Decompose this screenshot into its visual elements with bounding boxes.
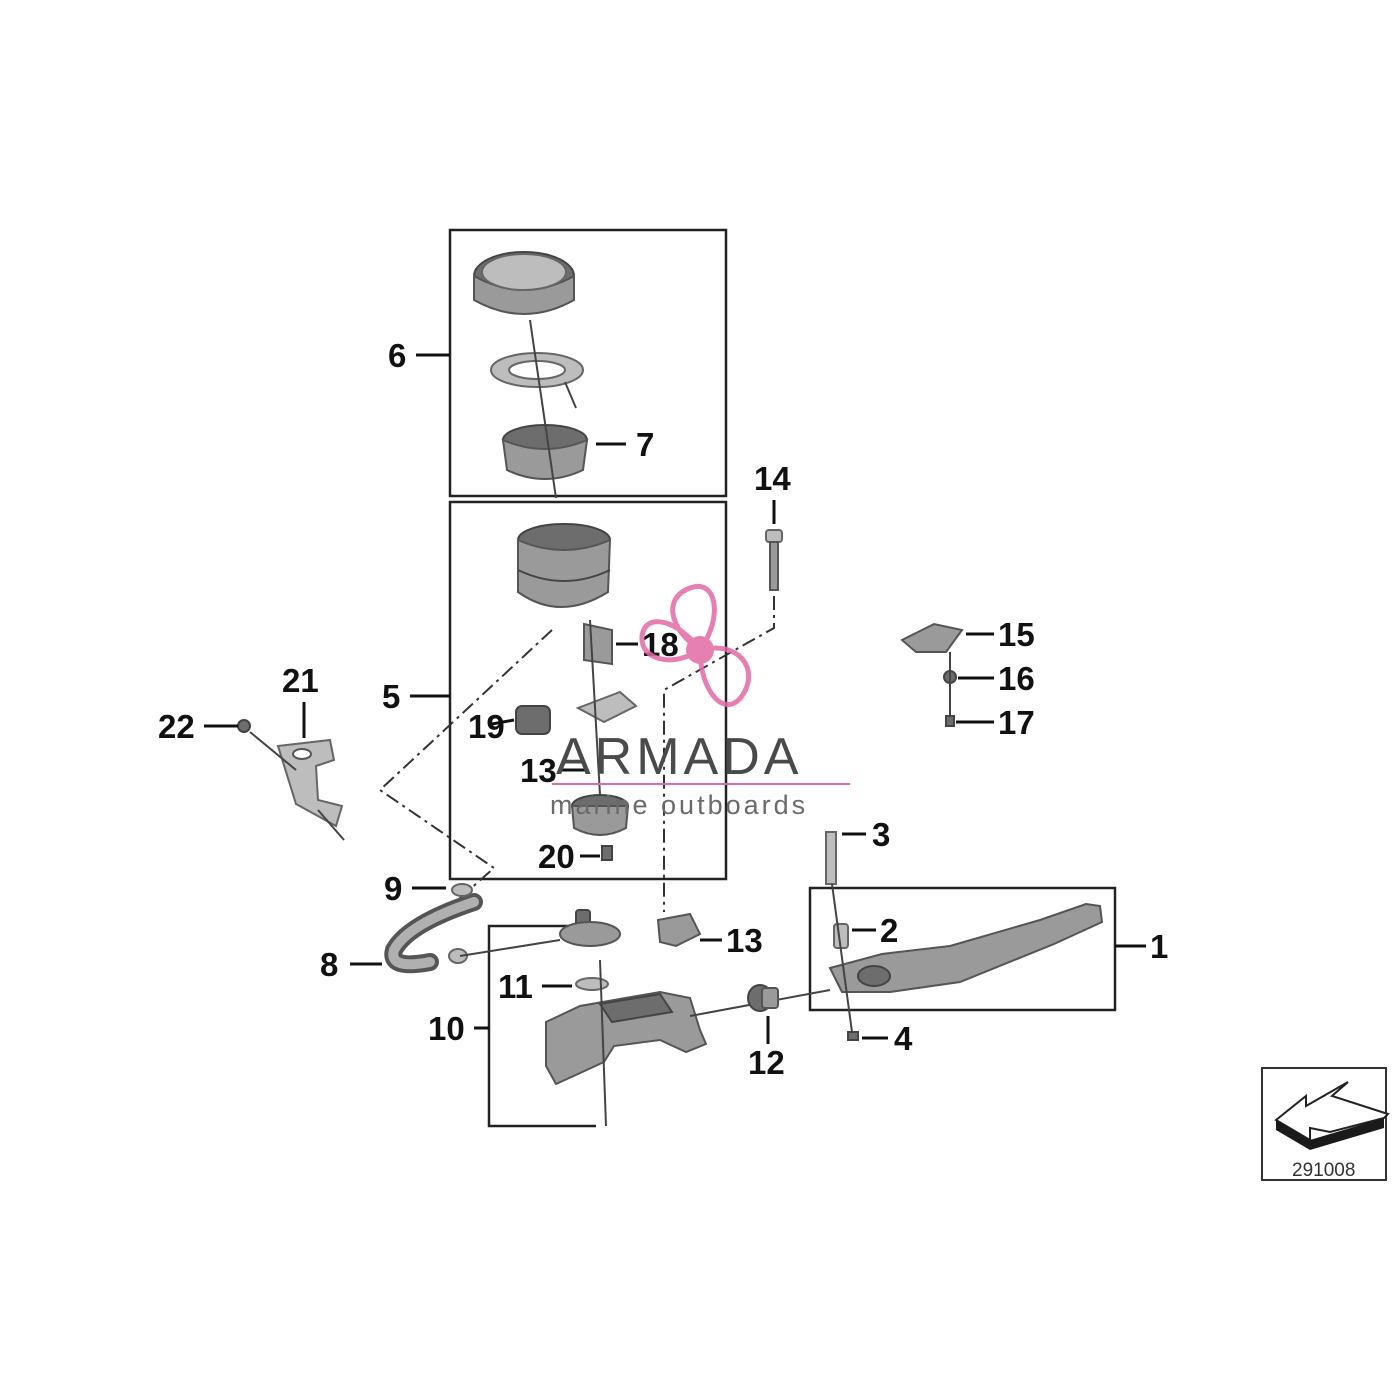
clip-15 bbox=[900, 622, 964, 653]
callout-4: 4 bbox=[894, 1020, 913, 1057]
watermark-logo-icon bbox=[639, 583, 752, 707]
group-box-6 bbox=[448, 228, 728, 498]
lever-pin-3 bbox=[825, 831, 837, 885]
lever-nut-4 bbox=[847, 1031, 859, 1041]
watermark-tagline: marine outboards bbox=[550, 790, 808, 820]
direction-arrow-icon bbox=[1274, 1081, 1390, 1142]
reservoir-cap bbox=[473, 251, 575, 315]
reservoir-bracket bbox=[583, 622, 613, 666]
callout-3: 3 bbox=[872, 816, 890, 853]
callout-17: 17 bbox=[998, 704, 1035, 741]
callout-13-upper: 13 bbox=[520, 752, 557, 789]
seal-ring-11 bbox=[575, 977, 609, 991]
diagram-code: 291008 bbox=[1292, 1160, 1355, 1181]
hose-washer bbox=[448, 948, 468, 964]
axis-line-pin bbox=[831, 883, 853, 1033]
callout-1: 1 bbox=[1150, 928, 1168, 965]
callout-9: 9 bbox=[384, 870, 402, 907]
axis-line-cylinder bbox=[599, 959, 607, 1127]
callout-7: 7 bbox=[636, 426, 654, 463]
axis-line-reservoir bbox=[589, 619, 601, 796]
master-cylinder bbox=[545, 990, 708, 1086]
callout-20: 20 bbox=[538, 838, 575, 875]
hose-clamp-9 bbox=[451, 883, 473, 897]
adjuster-12 bbox=[747, 984, 779, 1012]
group-bracket-10 bbox=[487, 924, 596, 1128]
brake-lever bbox=[828, 902, 1104, 993]
group-box-5 bbox=[448, 500, 728, 881]
screw-14 bbox=[765, 529, 783, 591]
pivot-bushing bbox=[656, 912, 702, 948]
callout-8: 8 bbox=[320, 946, 338, 983]
leader-19 bbox=[491, 718, 515, 726]
callout-15: 15 bbox=[998, 616, 1035, 653]
bracket-21 bbox=[276, 738, 345, 841]
callout-19: 19 bbox=[468, 708, 505, 745]
axis-line-banjo bbox=[459, 939, 561, 957]
mounting-plate bbox=[575, 690, 638, 724]
group-box-1 bbox=[808, 886, 1117, 1012]
direction-arrow-shadow bbox=[1276, 1118, 1384, 1150]
callout-6: 6 bbox=[388, 337, 406, 374]
callout-21: 21 bbox=[282, 662, 319, 699]
callout-2: 2 bbox=[880, 912, 898, 949]
washer-17 bbox=[945, 715, 955, 727]
callout-22: 22 bbox=[158, 708, 195, 745]
grommet bbox=[515, 705, 551, 735]
callout-16: 16 bbox=[998, 660, 1035, 697]
hose-axis bbox=[378, 629, 553, 906]
watermark-brand: ARMADA bbox=[556, 728, 802, 786]
axis-line-cap bbox=[529, 319, 557, 499]
callout-5: 5 bbox=[382, 678, 400, 715]
reservoir-insert bbox=[501, 424, 589, 480]
callout-14: 14 bbox=[754, 460, 791, 497]
callout-13-lower: 13 bbox=[726, 922, 763, 959]
callout-12: 12 bbox=[748, 1044, 785, 1081]
callout-10: 10 bbox=[428, 1010, 465, 1047]
callout-11: 11 bbox=[498, 968, 533, 1005]
reservoir-body bbox=[517, 523, 612, 608]
banjo-fitting bbox=[559, 909, 621, 947]
brake-hose-inner bbox=[388, 897, 479, 970]
